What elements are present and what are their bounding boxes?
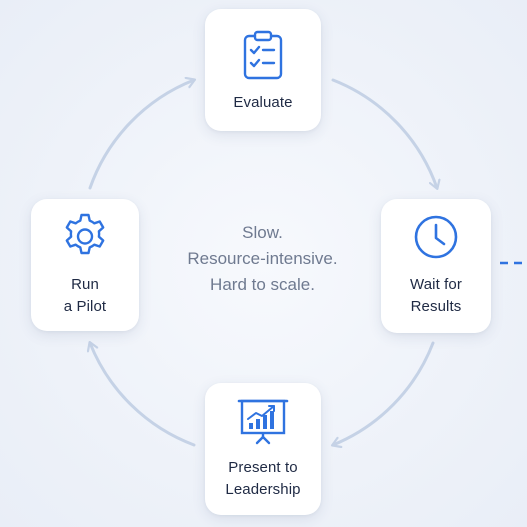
arrow-evaluate-to-wait [331, 78, 437, 188]
clipboard-checklist-icon [243, 30, 283, 80]
step-label-line: Evaluate [233, 94, 293, 111]
presentation-chart-icon [237, 399, 289, 445]
center-caption: Slow. Resource-intensive. Hard to scale. [160, 220, 365, 298]
step-label: Wait for Results [410, 274, 462, 318]
gear-icon [65, 213, 105, 255]
step-label: Present to Leadership [225, 457, 300, 501]
arrow-present-to-pilot [90, 343, 196, 447]
arrow-wait-to-present [333, 341, 435, 445]
step-label-line: Results [410, 298, 462, 315]
arrow-pilot-to-evaluate [88, 80, 194, 190]
step-label-line: Run [71, 276, 99, 293]
caption-line: Slow. [242, 223, 283, 242]
step-label-line: Wait for [410, 276, 462, 293]
clock-icon [414, 215, 458, 259]
caption-line: Hard to scale. [210, 275, 315, 294]
step-label-line: Leadership [225, 481, 301, 498]
step-label-line: a Pilot [63, 298, 107, 315]
step-present-to-leadership: Present to Leadership [205, 383, 321, 515]
step-label: Evaluate [233, 92, 292, 114]
step-run-a-pilot: Run a Pilot [31, 199, 139, 331]
step-label-line: Present to [228, 459, 298, 476]
step-evaluate: Evaluate [205, 9, 321, 131]
step-wait-for-results: Wait for Results [381, 199, 491, 333]
step-label: Run a Pilot [64, 274, 106, 318]
caption-line: Resource-intensive. [187, 249, 338, 268]
